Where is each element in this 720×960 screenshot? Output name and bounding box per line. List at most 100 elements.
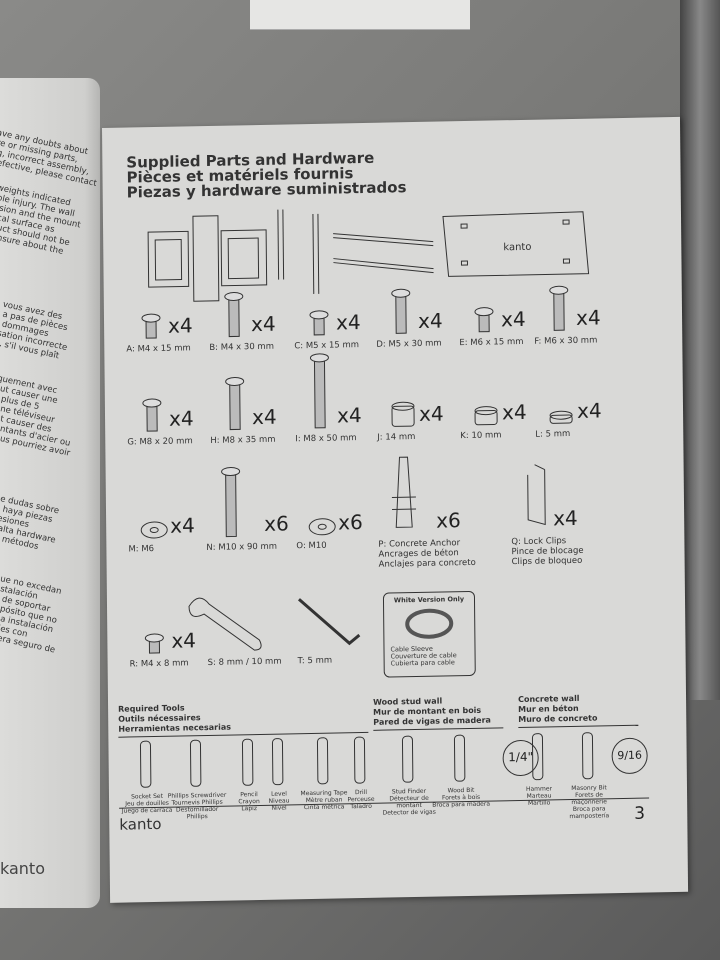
left-page-text-line: iera seguro de bbox=[0, 633, 56, 656]
washer-icon bbox=[140, 521, 168, 539]
page-title: Supplied Parts and Hardware Pièces et ma… bbox=[126, 149, 407, 202]
masonry-bit-icon bbox=[581, 732, 594, 780]
plastic-wrap bbox=[680, 0, 720, 700]
level-icon bbox=[271, 738, 284, 786]
part-quantity: x4 bbox=[501, 399, 527, 425]
part-quantity: x4 bbox=[553, 505, 578, 531]
concrete-anchor-icon bbox=[391, 456, 417, 528]
part-label: J: 14 mm bbox=[377, 432, 416, 443]
cable-label-es: Cubierta para cable bbox=[390, 658, 455, 668]
washer-icon bbox=[308, 518, 336, 536]
concrete-section: Concrete wall Mur en béton Muro de concr… bbox=[518, 693, 639, 729]
part-label: C: M5 x 15 mm bbox=[294, 340, 360, 352]
part-quantity: x6 bbox=[338, 510, 363, 535]
part-quantity: x4 bbox=[168, 406, 194, 431]
spacer-icon bbox=[391, 401, 415, 427]
masonry-bit-size: 9/16 bbox=[611, 737, 648, 775]
required-tools-section: Required Tools Outils nécessaires Herram… bbox=[118, 700, 369, 738]
part-quantity: x4 bbox=[171, 628, 197, 653]
part-quantity: x4 bbox=[575, 305, 601, 330]
part-quantity: x6 bbox=[436, 508, 461, 533]
screw-icon bbox=[224, 291, 244, 338]
part-label: E: M6 x 15 mm bbox=[459, 336, 524, 349]
divider bbox=[373, 727, 504, 731]
part-quantity: x4 bbox=[418, 401, 444, 426]
screw-icon bbox=[474, 307, 494, 333]
cable-sleeve-box: White Version Only Cable Sleeve Couvertu… bbox=[382, 590, 476, 678]
part-quantity: x4 bbox=[251, 404, 277, 430]
manual-page: Supplied Parts and Hardware Pièces et ma… bbox=[102, 116, 689, 903]
part-label: D: M5 x 30 mm bbox=[376, 338, 442, 350]
lock-clip-icon bbox=[527, 464, 546, 526]
part-label: T: 5 mm bbox=[297, 655, 333, 667]
part-quantity: x4 bbox=[250, 311, 276, 337]
screw-icon bbox=[144, 633, 164, 654]
part-label: L: 5 mm bbox=[535, 429, 571, 440]
top-paper-sheet bbox=[250, 0, 470, 30]
measuring-tape-icon bbox=[316, 737, 329, 785]
part-label: I: M8 x 50 mm bbox=[295, 433, 357, 445]
screw-icon bbox=[309, 310, 329, 336]
screw-icon bbox=[225, 376, 245, 431]
part-label: Clips de bloqueo bbox=[511, 555, 583, 568]
socket-set-icon bbox=[139, 740, 152, 788]
stud-finder-icon bbox=[401, 735, 414, 783]
drill-icon bbox=[353, 736, 366, 784]
wood-bit-icon bbox=[453, 734, 466, 782]
part-label: Anclajes para concreto bbox=[378, 557, 476, 570]
part-quantity: x4 bbox=[417, 308, 443, 333]
part-label: M: M6 bbox=[128, 544, 155, 555]
wood-title-es: Pared de vigas de madera bbox=[373, 715, 491, 727]
screw-icon bbox=[309, 353, 329, 429]
screwdriver-icon bbox=[189, 739, 202, 787]
part-quantity: x4 bbox=[576, 398, 602, 423]
wrench-icon bbox=[188, 597, 262, 651]
part-label: F: M6 x 30 mm bbox=[534, 335, 598, 347]
part-quantity: x4 bbox=[336, 403, 362, 428]
part-quantity: x6 bbox=[264, 511, 289, 536]
screw-icon bbox=[221, 467, 241, 538]
spacer-icon bbox=[549, 410, 573, 424]
tool-label: Broca para mampostería bbox=[569, 805, 610, 821]
cable-sleeve-label: Cable Sleeve Couverture de cable Cubiert… bbox=[384, 645, 474, 668]
part-label: H: M8 x 35 mm bbox=[210, 434, 276, 446]
wood-stud-section: Wood stud wall Mur de montant en bois Pa… bbox=[373, 695, 504, 731]
part-label: R: M4 x 8 mm bbox=[129, 658, 189, 670]
cable-sleeve-icon bbox=[405, 608, 454, 639]
part-label: G: M8 x 20 mm bbox=[127, 436, 193, 448]
part-quantity: x4 bbox=[335, 310, 361, 335]
part-label: K: 10 mm bbox=[460, 430, 502, 442]
bracket-illustrations: kanto bbox=[147, 209, 590, 302]
screw-icon bbox=[549, 285, 569, 331]
part-label: B: M4 x 30 mm bbox=[209, 341, 275, 353]
plate-logo: kanto bbox=[503, 242, 531, 254]
part-label: O: M10 bbox=[296, 540, 327, 552]
part-quantity: x4 bbox=[170, 513, 195, 538]
page-number: 3 bbox=[634, 803, 646, 824]
spacer-icon bbox=[474, 406, 498, 426]
hex-key-icon bbox=[297, 598, 361, 646]
title-es: Piezas y hardware suministrados bbox=[126, 178, 407, 202]
screw-icon bbox=[142, 398, 162, 432]
concrete-title-es: Muro de concreto bbox=[518, 713, 598, 725]
tool-label: Detector de vigas bbox=[382, 808, 436, 817]
divider bbox=[518, 724, 639, 729]
part-label: A: M4 x 15 mm bbox=[126, 343, 191, 355]
footer-logo: kanto bbox=[119, 814, 162, 834]
hammer-icon bbox=[531, 733, 544, 781]
part-label: N: M10 x 90 mm bbox=[206, 541, 278, 554]
left-page-logo: kanto bbox=[0, 859, 45, 878]
part-quantity: x4 bbox=[167, 313, 193, 338]
screw-icon bbox=[141, 313, 161, 339]
pencil-icon bbox=[241, 738, 254, 786]
